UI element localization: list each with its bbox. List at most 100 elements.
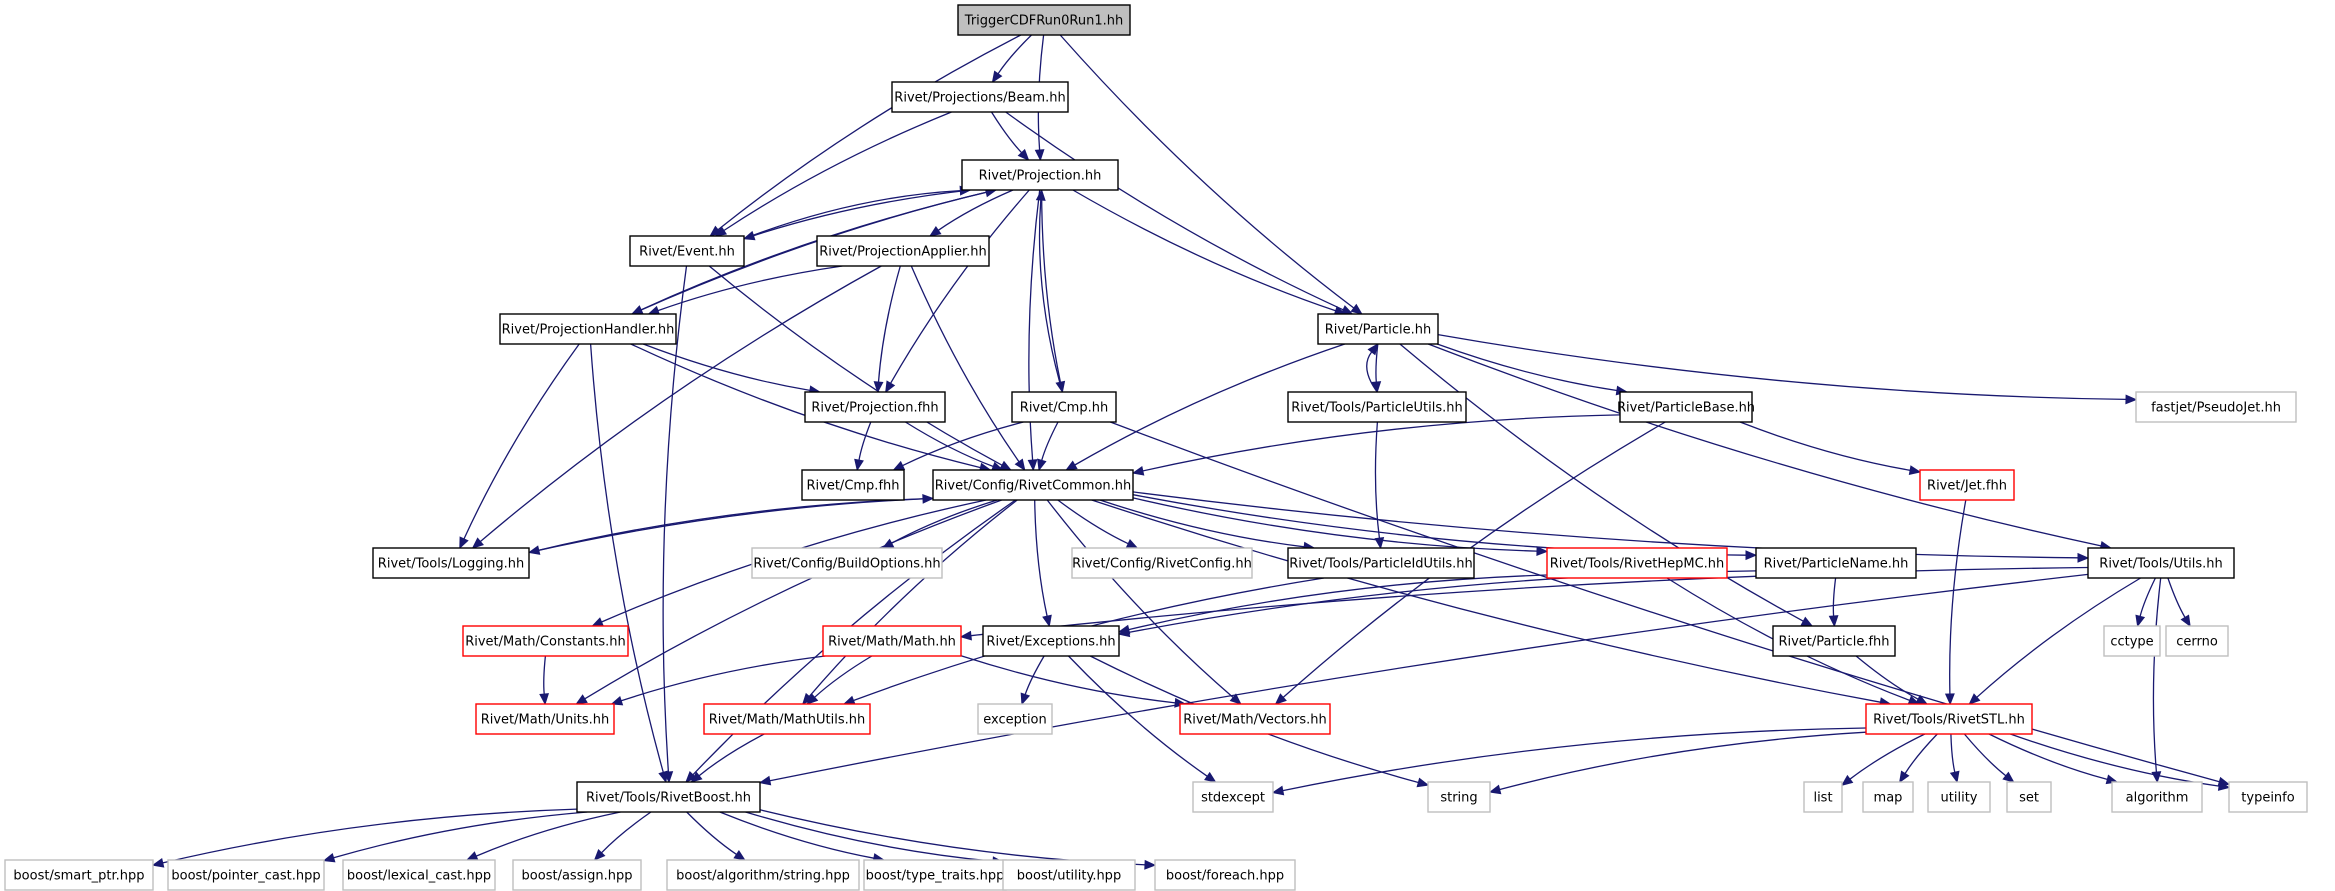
node-projapp[interactable]: Rivet/ProjectionApplier.hh [816, 235, 990, 267]
node-partidutils[interactable]: Rivet/Tools/ParticleIdUtils.hh [1287, 547, 1475, 579]
edge-line [475, 811, 621, 857]
node-exceptions[interactable]: Rivet/Exceptions.hh [982, 625, 1120, 657]
node-box [1755, 547, 1917, 579]
node-utility: utility [1927, 781, 1991, 813]
node-cmpfhh[interactable]: Rivet/Cmp.fhh [801, 469, 905, 501]
edge-particle-to-pseudojet [1437, 333, 2138, 405]
edge-proj-to-cmphh [1040, 189, 1066, 394]
arrowhead-icon [2002, 771, 2015, 783]
arrowhead-icon [539, 693, 549, 706]
node-rivetstl[interactable]: Rivet/Tools/RivetSTL.hh [1865, 703, 2033, 735]
node-projfhh[interactable]: Rivet/Projection.fhh [804, 391, 946, 423]
edge-line [743, 189, 961, 240]
edge-line [479, 265, 882, 542]
edge-line [1282, 727, 1867, 792]
edge-line [1028, 189, 1041, 461]
node-partutils[interactable]: Rivet/Tools/ParticleUtils.hh [1287, 391, 1467, 423]
node-rivetconfig: Rivet/Config/RivetConfig.hh [1071, 547, 1253, 579]
node-box [703, 703, 871, 735]
edge-line [814, 655, 873, 698]
arrowhead-icon [2077, 552, 2090, 563]
edge-rivetcommon-to-vectors [1046, 499, 1242, 705]
node-box [372, 547, 530, 579]
edge-rivetcommon-to-mathutils [801, 499, 1018, 705]
edge-line [2010, 733, 2220, 787]
node-box [801, 469, 905, 501]
edge-constants-to-units [539, 655, 549, 706]
node-partbase[interactable]: Rivet/ParticleBase.hh [1617, 391, 1755, 423]
arrowhead-icon [1840, 774, 1854, 786]
node-box [1865, 703, 2033, 735]
node-box [462, 625, 629, 657]
node-rivetcommon[interactable]: Rivet/Config/RivetCommon.hh [932, 469, 1134, 501]
node-proj[interactable]: Rivet/Projection.hh [961, 159, 1119, 191]
edge-projfhh-to-cmpfhh [854, 421, 872, 472]
node-constants[interactable]: Rivet/Math/Constants.hh [462, 625, 629, 657]
edge-rivetcommon-to-exceptions [1034, 499, 1052, 628]
arrowhead-icon [959, 630, 972, 641]
edge-line [723, 111, 952, 232]
edge-line [584, 499, 1002, 700]
node-jetfhh[interactable]: Rivet/Jet.fhh [1919, 469, 2015, 501]
edge-rivetboost-to-pointercast [322, 811, 588, 863]
node-mathhh[interactable]: Rivet/Math/Math.hh [822, 625, 962, 657]
node-logging[interactable]: Rivet/Tools/Logging.hh [372, 547, 530, 579]
node-label: Rivet/Tools/ParticleIdUtils.hh [1289, 557, 1473, 572]
edge-line [662, 265, 688, 773]
edge-beam-to-particle [1005, 111, 1354, 315]
node-box [512, 859, 642, 891]
node-box [2006, 781, 2052, 813]
node-label: boost/algorithm/string.hpp [676, 869, 850, 884]
edge-line [1074, 343, 1346, 466]
edge-rivetstl-to-stdexcept [1271, 727, 1867, 796]
arrowhead-icon [1274, 693, 1287, 705]
node-cmphh[interactable]: Rivet/Cmp.hh [1011, 391, 1117, 423]
node-label: boost/foreach.hpp [1166, 869, 1284, 884]
node-root[interactable]: TriggerCDFRun0Run1.hh [957, 4, 1131, 36]
edge-line [1059, 34, 1355, 309]
node-beam[interactable]: Rivet/Projections/Beam.hh [891, 81, 1069, 113]
node-label: Rivet/Cmp.hh [1020, 401, 1108, 416]
node-assign: boost/assign.hpp [512, 859, 642, 891]
node-label: Rivet/Tools/Logging.hh [378, 557, 524, 572]
edge-line [1375, 343, 1379, 383]
node-units[interactable]: Rivet/Math/Units.hh [475, 703, 615, 735]
node-partname[interactable]: Rivet/ParticleName.hh [1755, 547, 1917, 579]
node-box [499, 313, 677, 345]
edge-line [601, 811, 652, 854]
node-particle[interactable]: Rivet/Particle.hh [1317, 313, 1439, 345]
node-hepmc[interactable]: Rivet/Tools/RivetHepMC.hh [1546, 547, 1728, 579]
edge-line [1040, 189, 1062, 383]
edge-line [1950, 733, 1956, 773]
node-vectors[interactable]: Rivet/Math/Vectors.hh [1179, 703, 1331, 735]
arrowhead-icon [575, 694, 588, 705]
node-mathutils[interactable]: Rivet/Math/MathUtils.hh [703, 703, 871, 735]
arrowhead-icon [1037, 458, 1047, 472]
edge-line [1057, 499, 1129, 545]
node-event[interactable]: Rivet/Event.hh [629, 235, 745, 267]
node-label: Rivet/Projection.hh [979, 169, 1102, 184]
edge-utils-to-algorithm [2151, 577, 2162, 784]
node-box [1011, 391, 1117, 423]
node-utils[interactable]: Rivet/Tools/Utils.hh [2087, 547, 2235, 579]
edge-line [1005, 111, 1344, 311]
node-box [982, 625, 1120, 657]
edge-line [1132, 497, 1538, 552]
edge-line [2167, 577, 2186, 618]
arrowhead-icon [151, 857, 165, 868]
node-box [475, 703, 615, 735]
edge-exceptions-to-exception [1020, 655, 1045, 706]
arrowhead-icon [1800, 616, 1814, 627]
node-algorithm: algorithm [2111, 781, 2203, 813]
node-projhandler[interactable]: Rivet/ProjectionHandler.hh [499, 313, 677, 345]
node-box [576, 781, 761, 813]
edge-line [1068, 655, 1208, 777]
edge-mathhh-to-vectors [960, 655, 1187, 708]
node-rivetboost[interactable]: Rivet/Tools/RivetBoost.hh [576, 781, 761, 813]
arrowhead-icon [1020, 692, 1031, 706]
arrowhead-icon [2217, 781, 2231, 791]
edge-line [745, 811, 994, 862]
node-label: Rivet/Event.hh [639, 245, 735, 260]
arrowhead-icon [1204, 771, 1217, 783]
node-particlefhh[interactable]: Rivet/Particle.fhh [1772, 625, 1896, 657]
